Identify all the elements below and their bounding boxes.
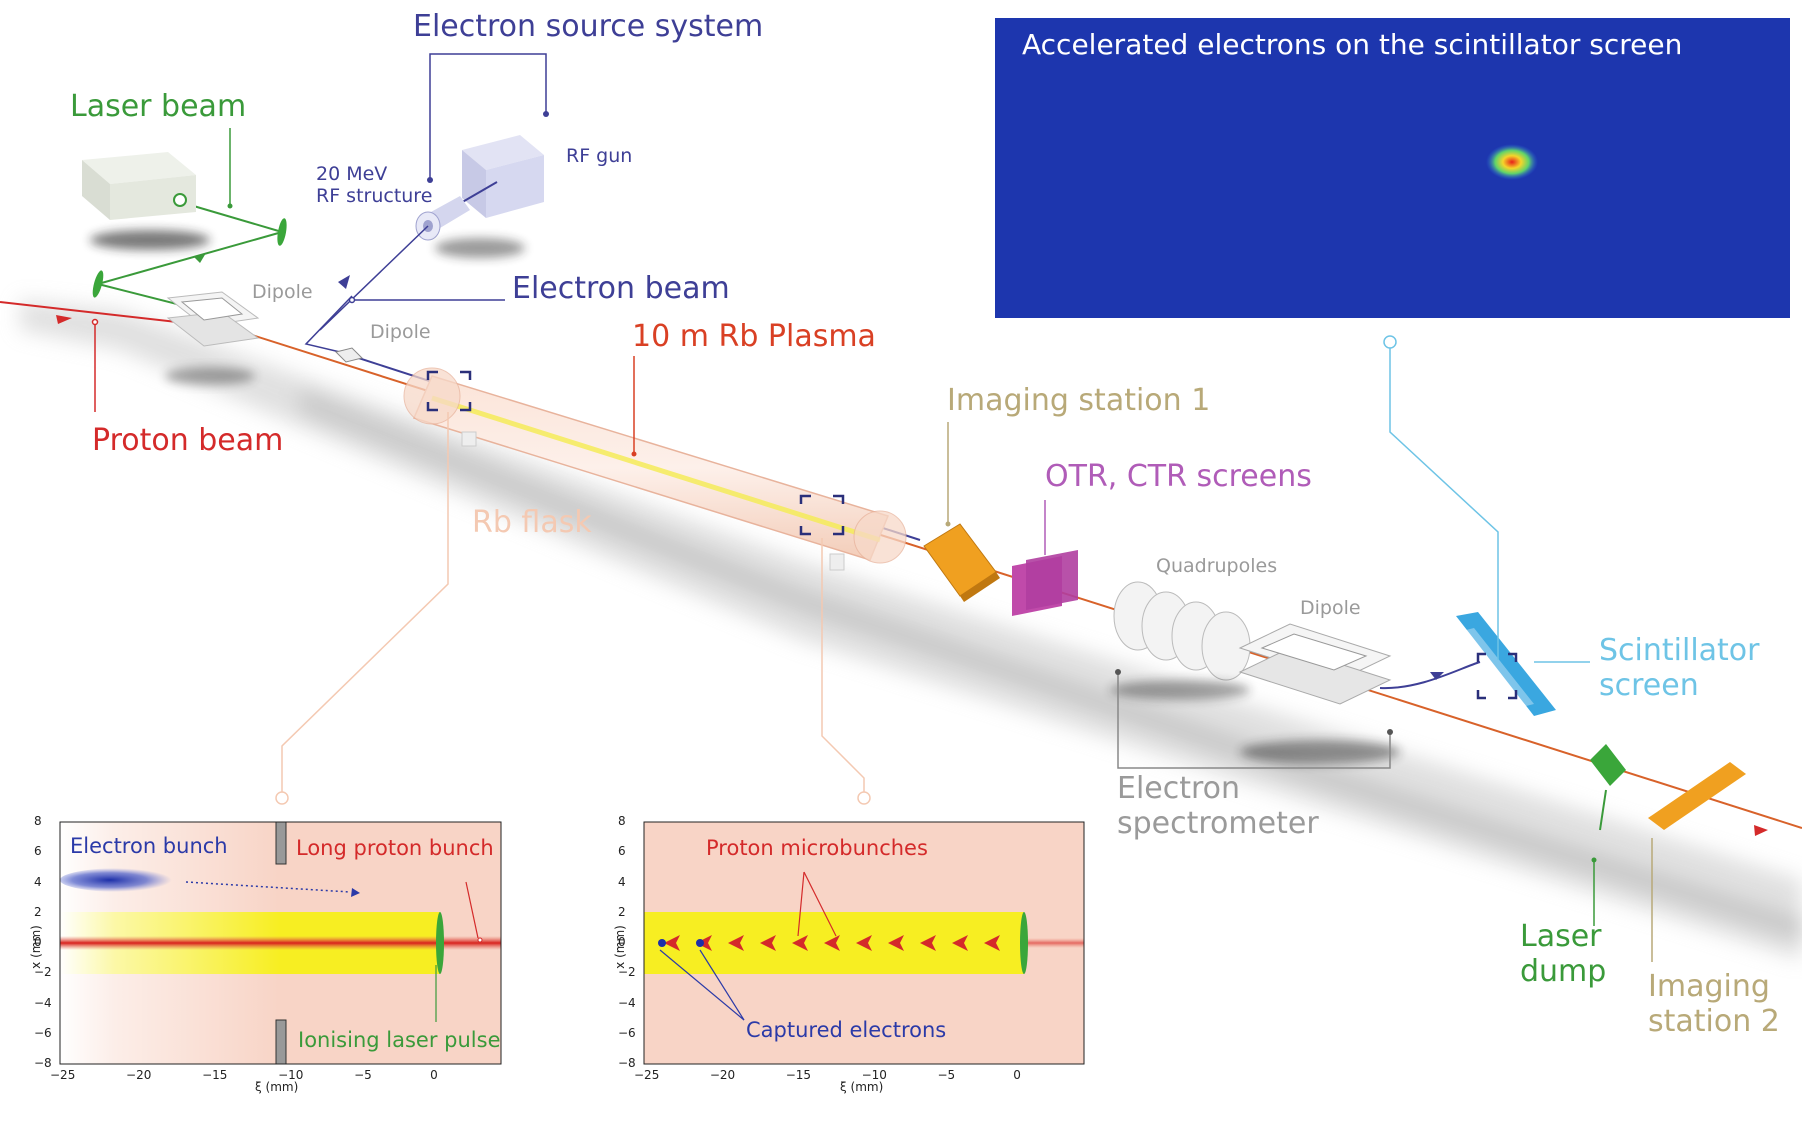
imaging-station-1-shape xyxy=(923,523,1000,602)
plot_right-xtick: −5 xyxy=(937,1068,956,1082)
label-quadrupoles: Quadrupoles xyxy=(1156,555,1278,577)
dipole-3-shape xyxy=(1238,623,1400,764)
plot_right-ytick: 2 xyxy=(618,904,626,919)
plot_left-ytick: 6 xyxy=(34,844,42,859)
proton-microbunch xyxy=(792,935,808,951)
dipole-2-shape xyxy=(335,347,363,363)
dipole-1-shape xyxy=(165,291,260,385)
plot_left-ytick: 8 xyxy=(34,814,42,828)
plot_right-ytick: 0 xyxy=(618,935,626,949)
label-electron-source-system: Electron source system xyxy=(413,9,764,44)
label-rf-structure: 20 MeV RF structure xyxy=(316,163,433,207)
imaging-station-2-shape xyxy=(1648,762,1746,830)
plot_left-xtick: −10 xyxy=(278,1068,304,1082)
label-imaging-station-1: Imaging station 1 xyxy=(947,383,1211,418)
plot_right-ytick: 6 xyxy=(618,844,626,859)
proton-microbunch xyxy=(984,935,1000,951)
proton-microbunch xyxy=(952,935,968,951)
label-dipole-3: Dipole xyxy=(1300,597,1361,619)
scintillator-image xyxy=(995,18,1790,318)
label-electron-spectrometer: Electron spectrometer xyxy=(1117,771,1319,841)
plot_right-ytick: −6 xyxy=(618,1025,636,1040)
proton-microbunch xyxy=(856,935,872,951)
plot_right-ytick: 8 xyxy=(618,814,626,828)
plot_left-ytick: 4 xyxy=(34,874,42,889)
proton-microbunch xyxy=(888,935,904,951)
plot_right-xtick: −15 xyxy=(785,1068,812,1082)
plot_right-xtick: −10 xyxy=(861,1068,887,1082)
plot_left-ytick: 0 xyxy=(34,935,42,949)
proton-microbunch xyxy=(920,935,936,951)
plot_right-ytick: −2 xyxy=(618,965,636,980)
plasma-cell-shape xyxy=(403,367,907,571)
label-laser-beam: Laser beam xyxy=(70,89,247,124)
plot-left-electron-bunch: Electron bunch xyxy=(70,834,228,858)
plot_left-xtick: 0 xyxy=(430,1068,438,1082)
label-laser-dump: Laser dump xyxy=(1520,919,1607,989)
label-imaging-station-2: Imaging station 2 xyxy=(1648,969,1780,1039)
laser-path xyxy=(82,152,287,319)
proton-microbunch xyxy=(760,935,776,951)
label-plasma: 10 m Rb Plasma xyxy=(632,319,876,354)
plot_right-ytick: −4 xyxy=(618,995,636,1010)
plot_left-xtick: −15 xyxy=(202,1068,228,1082)
electron-source xyxy=(304,135,921,541)
plot_right-ytick: 4 xyxy=(618,874,626,889)
otr-screens-shape xyxy=(1012,550,1078,616)
plot_left-ytick: −8 xyxy=(34,1056,52,1070)
plot_left-xtick: −20 xyxy=(126,1068,152,1082)
label-electron-beam: Electron beam xyxy=(512,271,730,306)
plot-right-xlabel: ξ (mm) xyxy=(840,1080,884,1094)
plot_left-xtick: −25 xyxy=(50,1068,76,1082)
plot_left-xtick: −5 xyxy=(354,1068,372,1082)
plot-right-proton-microbunches: Proton microbunches xyxy=(706,836,928,860)
ground-shadow xyxy=(20,300,1802,960)
label-scintillator-screen: Scintillator screen xyxy=(1599,633,1760,703)
plot_left-ytick: 2 xyxy=(34,904,42,919)
plot-left xyxy=(59,821,502,1065)
plot_right-xtick: −25 xyxy=(634,1068,660,1082)
label-dipole-1: Dipole xyxy=(252,281,313,303)
scintillator-image-title: Accelerated electrons on the scintillato… xyxy=(1022,28,1683,61)
plot-left-long-proton-bunch: Long proton bunch xyxy=(296,836,494,860)
label-dipole-2: Dipole xyxy=(370,321,431,343)
plot-right xyxy=(643,821,1085,1065)
quadrupoles-shape xyxy=(1110,581,1251,700)
proton-microbunch xyxy=(824,935,840,951)
label-rf-gun: RF gun xyxy=(566,145,633,167)
label-proton-beam: Proton beam xyxy=(92,423,284,458)
plot-left-ionising-laser: Ionising laser pulse xyxy=(298,1028,501,1052)
label-otr-ctr-screens: OTR, CTR screens xyxy=(1045,459,1312,494)
plot-left-xlabel: ξ (mm) xyxy=(255,1080,299,1094)
plot_left-ytick: −6 xyxy=(34,1025,52,1040)
proton-microbunch xyxy=(728,935,744,951)
scintillator-screen-shape xyxy=(1456,612,1556,716)
plot_left-ytick: −4 xyxy=(34,995,52,1010)
plot_left-ytick: −2 xyxy=(34,965,52,980)
plot-right-captured-electrons: Captured electrons xyxy=(746,1018,947,1042)
plot_right-ytick: −8 xyxy=(618,1056,636,1070)
proton-microbunch xyxy=(664,935,680,951)
plot_right-xtick: −20 xyxy=(709,1068,736,1082)
label-rb-flask: Rb flask xyxy=(472,505,592,540)
plot_right-xtick: 0 xyxy=(1013,1068,1021,1082)
laser-dump-shape xyxy=(1590,744,1626,831)
